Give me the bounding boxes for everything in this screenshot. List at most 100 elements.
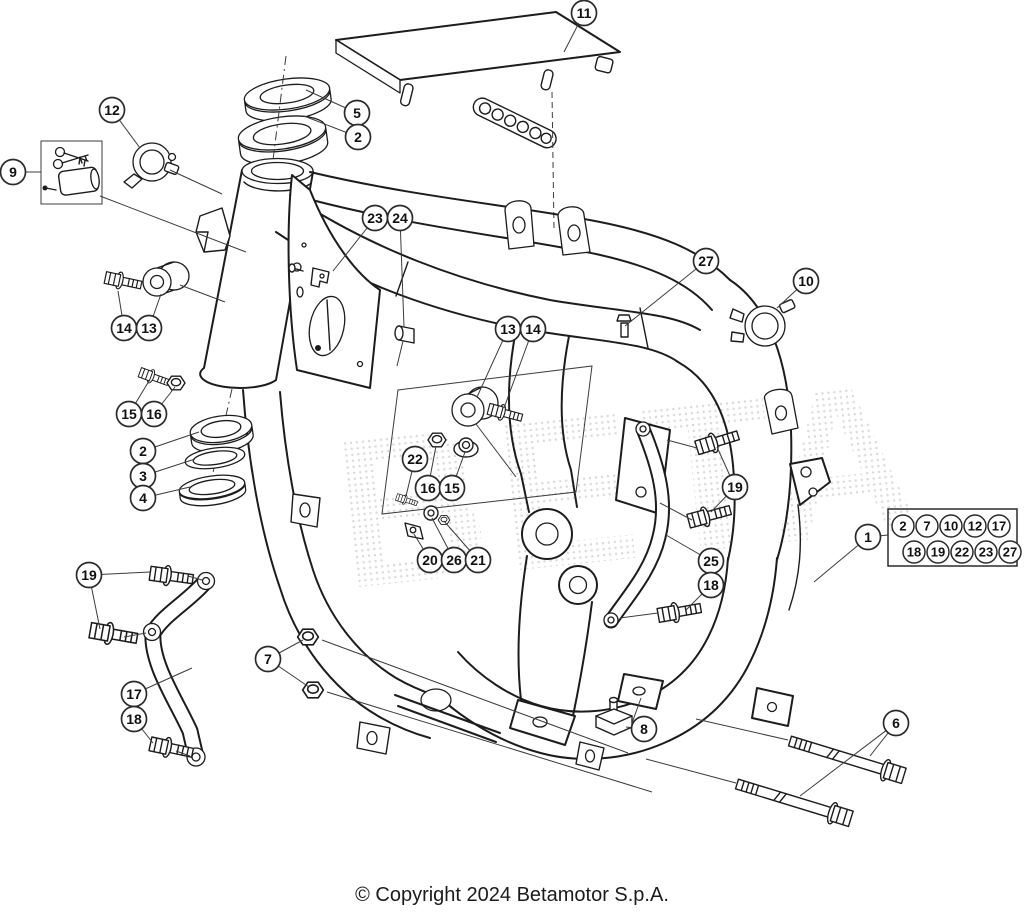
callout-circle bbox=[963, 514, 987, 538]
callout-circle bbox=[998, 540, 1022, 564]
callout-number: 5 bbox=[353, 105, 361, 121]
callout-number: 16 bbox=[420, 480, 436, 496]
callout-6: 6 bbox=[882, 709, 910, 737]
mounting-leader-lines bbox=[99, 169, 789, 793]
nut-part-16-mid bbox=[427, 432, 447, 448]
keys-icon bbox=[52, 146, 89, 170]
callout-20: 20 bbox=[416, 546, 444, 574]
ring-part-4 bbox=[178, 474, 247, 507]
callout-number: 19 bbox=[81, 567, 97, 583]
callout-number: 20 bbox=[422, 552, 438, 568]
callout-4: 4 bbox=[129, 484, 157, 512]
callout-circle bbox=[135, 314, 163, 342]
callout-number: 22 bbox=[955, 545, 969, 560]
callout-circle bbox=[902, 540, 926, 564]
callout-18: 18 bbox=[697, 571, 725, 599]
callout-22: 22 bbox=[401, 445, 429, 473]
long-bolt-part-6-lower bbox=[733, 772, 855, 831]
callout-circle bbox=[140, 400, 168, 428]
bolt-part-19-left-lower bbox=[87, 618, 140, 650]
callout-number: 27 bbox=[1003, 545, 1017, 560]
callout-19: 19 bbox=[926, 540, 950, 564]
callout-number: 26 bbox=[446, 552, 462, 568]
alignment-dash-line bbox=[551, 91, 555, 231]
callout-24: 24 bbox=[386, 204, 414, 232]
flange-nut-part-15-mid bbox=[453, 437, 479, 458]
callout-circle bbox=[692, 247, 720, 275]
callout-number: 14 bbox=[525, 321, 541, 337]
callout-15: 15 bbox=[115, 400, 143, 428]
callout-26: 26 bbox=[440, 546, 468, 574]
callout-18: 18 bbox=[120, 705, 148, 733]
callout-circle bbox=[438, 474, 466, 502]
callout-number: 22 bbox=[407, 451, 423, 467]
clamp-part-10 bbox=[729, 299, 796, 347]
brace-part-25 bbox=[603, 421, 671, 629]
nut-part-21 bbox=[437, 515, 451, 525]
callout-8: 8 bbox=[630, 715, 658, 743]
ring-part-2-top bbox=[237, 115, 329, 166]
elbow-fitting-part-23 bbox=[288, 263, 330, 288]
callout-circle bbox=[386, 204, 414, 232]
callout-number: 23 bbox=[979, 545, 993, 560]
steering-axis-line bbox=[272, 55, 287, 161]
callout-number: 8 bbox=[640, 721, 648, 737]
callout-circle bbox=[630, 715, 658, 743]
callout-number: 16 bbox=[146, 406, 162, 422]
callout-16: 16 bbox=[414, 474, 442, 502]
callout-10: 10 bbox=[939, 514, 963, 538]
key-lock-kit-part-9 bbox=[40, 140, 103, 205]
callout-number: 13 bbox=[500, 321, 516, 337]
callout-12: 12 bbox=[963, 514, 987, 538]
callout-circle bbox=[882, 709, 910, 737]
callout-7: 7 bbox=[254, 645, 282, 673]
callout-number: 21 bbox=[470, 552, 486, 568]
callout-circle bbox=[939, 514, 963, 538]
callout-number: 25 bbox=[703, 553, 719, 569]
callout-number: 23 bbox=[367, 210, 383, 226]
square-nut-part-8 bbox=[595, 696, 633, 736]
pivot-tower bbox=[508, 329, 598, 746]
callout-number: 13 bbox=[141, 320, 157, 336]
callout-number: 7 bbox=[264, 651, 272, 667]
callout-number: 27 bbox=[698, 253, 714, 269]
callout-circle bbox=[75, 561, 103, 589]
clamp-part-12 bbox=[123, 142, 180, 189]
callout-number: 18 bbox=[703, 577, 719, 593]
callout-number: 19 bbox=[931, 545, 945, 560]
callout-2: 2 bbox=[344, 123, 372, 151]
nut-part-7-upper bbox=[296, 628, 320, 646]
callout-circle bbox=[950, 540, 974, 564]
callout-1: 1 bbox=[854, 523, 882, 551]
callout-circle bbox=[915, 514, 939, 538]
down-tube bbox=[242, 389, 437, 739]
skid-plate-part bbox=[335, 11, 621, 107]
ring-part-2-lower bbox=[189, 414, 254, 454]
rear-tab-plate bbox=[751, 457, 831, 727]
callout-number: 12 bbox=[104, 102, 120, 118]
callout-2: 2 bbox=[891, 514, 915, 538]
callout-21: 21 bbox=[464, 546, 492, 574]
callout-12: 12 bbox=[98, 96, 126, 124]
ring-part-3 bbox=[184, 446, 246, 470]
callout-17: 17 bbox=[120, 680, 148, 708]
callout-number: 18 bbox=[126, 711, 142, 727]
callout-number: 2 bbox=[899, 519, 906, 534]
callout-number: 15 bbox=[444, 480, 460, 496]
callout-circle bbox=[974, 540, 998, 564]
callout-5: 5 bbox=[343, 99, 371, 127]
callout-circle bbox=[721, 473, 749, 501]
callout-7: 7 bbox=[915, 514, 939, 538]
film-patch-outline bbox=[381, 365, 593, 515]
rubber-strip-part bbox=[472, 97, 557, 149]
bolt-part-18-right bbox=[655, 597, 704, 627]
bolt-part-14-left bbox=[103, 268, 144, 294]
washer-part-26 bbox=[423, 505, 439, 521]
callout-18: 18 bbox=[902, 540, 926, 564]
frame-line-art bbox=[40, 11, 908, 831]
callout-number: 10 bbox=[944, 519, 958, 534]
callout-16: 16 bbox=[140, 400, 168, 428]
brace-part-17 bbox=[142, 571, 216, 767]
